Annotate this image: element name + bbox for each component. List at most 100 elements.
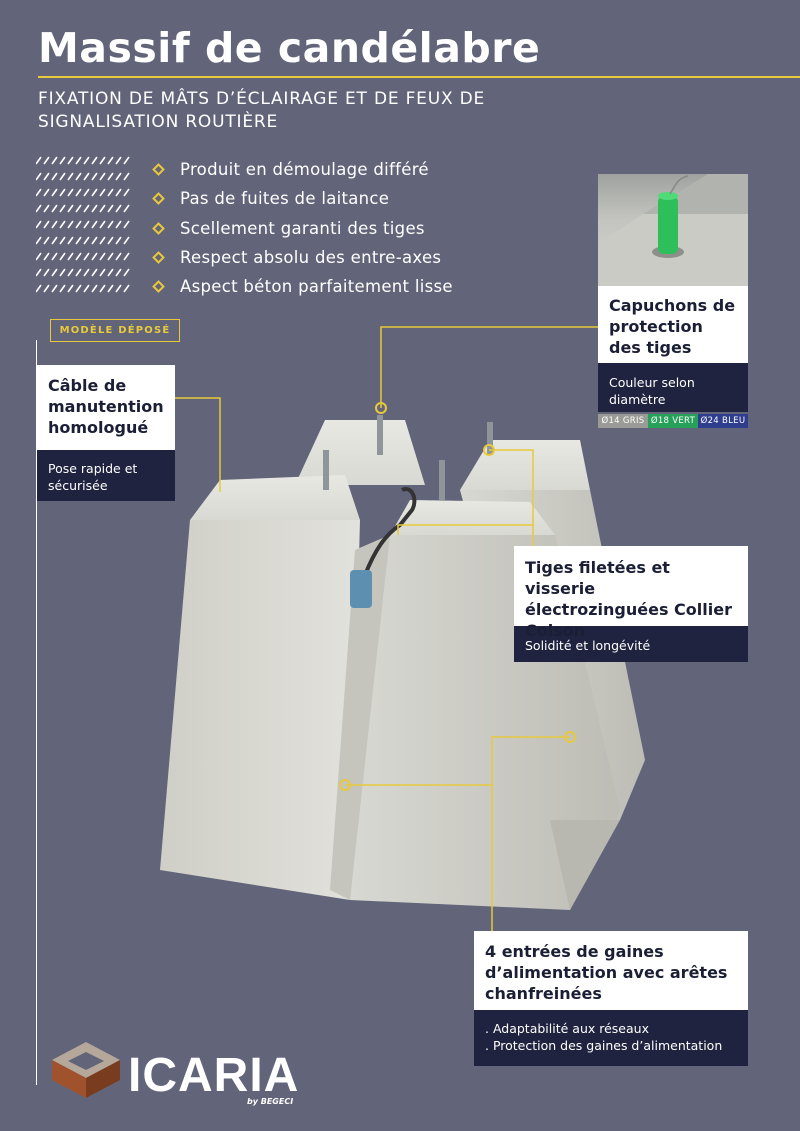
hatch-stroke <box>115 188 122 197</box>
hatch-stroke <box>115 220 122 229</box>
hatch-stroke <box>75 204 82 213</box>
hatch-stroke <box>115 236 122 245</box>
hatch-stroke <box>107 284 114 293</box>
feature-item: Pas de fuites de laitance <box>152 184 453 213</box>
hatch-stroke <box>51 156 58 165</box>
hatch-stroke <box>59 204 66 213</box>
hatch-stroke <box>51 284 58 293</box>
hatch-stroke <box>59 236 66 245</box>
hatch-stroke <box>67 188 74 197</box>
cap-photo <box>598 174 748 286</box>
hatch-stroke <box>83 220 90 229</box>
hatch-stroke <box>36 252 42 261</box>
hatch-stroke <box>107 252 114 261</box>
hatch-stroke <box>99 252 106 261</box>
hatch-stroke <box>67 268 74 277</box>
hatch-stroke <box>83 172 90 181</box>
hatch-stroke <box>123 204 130 213</box>
hatch-stroke <box>43 268 50 277</box>
hatch-stroke <box>123 236 130 245</box>
hatch-stroke <box>83 268 90 277</box>
hatch-stroke <box>123 188 130 197</box>
registered-model-badge: MODÈLE DÉPOSÉ <box>50 319 180 342</box>
hatch-pattern <box>36 156 130 293</box>
hatch-stroke <box>99 188 106 197</box>
hatch-stroke <box>43 156 50 165</box>
diameter-gris: Ø14 GRIS <box>598 414 648 428</box>
feature-item: Scellement garanti des tiges <box>152 214 453 243</box>
page-title: Massif de candélabre <box>38 24 541 72</box>
hatch-stroke <box>115 284 122 293</box>
hatch-stroke <box>115 156 122 165</box>
hatch-stroke <box>107 172 114 181</box>
hatch-stroke <box>91 204 98 213</box>
hatch-stroke <box>67 204 74 213</box>
hatch-stroke <box>115 252 122 261</box>
left-rule <box>36 340 37 1085</box>
hatch-stroke <box>123 268 130 277</box>
callout-rods-title: Tiges filetées et visserie électrozingué… <box>514 546 748 640</box>
hatch-stroke <box>115 172 122 181</box>
feature-item: Produit en démoulage différé <box>152 155 453 184</box>
hatch-stroke <box>123 172 130 181</box>
page-subtitle: FIXATION DE MÂTS D’ÉCLAIRAGE ET DE FEUX … <box>38 89 486 132</box>
hatch-stroke <box>115 268 122 277</box>
callout-caps-body: Couleur selon diamètre <box>598 363 748 412</box>
hatch-stroke <box>59 172 66 181</box>
callout-ducts: 4 entrées de gaines d’alimentation avec … <box>474 931 748 1066</box>
hatch-stroke <box>36 156 42 165</box>
hatch-stroke <box>36 172 42 181</box>
hatch-stroke <box>83 252 90 261</box>
hatch-stroke <box>75 252 82 261</box>
hatch-stroke <box>43 172 50 181</box>
hatch-stroke <box>59 284 66 293</box>
brand-by: by BEGECI <box>247 1097 294 1106</box>
hatch-stroke <box>51 268 58 277</box>
hatch-stroke <box>67 220 74 229</box>
hatch-stroke <box>67 236 74 245</box>
hatch-stroke <box>91 156 98 165</box>
callout-rods: Tiges filetées et visserie électrozingué… <box>514 546 748 662</box>
hatch-stroke <box>43 220 50 229</box>
hatch-stroke <box>51 252 58 261</box>
hatch-stroke <box>36 236 42 245</box>
hatch-stroke <box>107 156 114 165</box>
hatch-stroke <box>91 252 98 261</box>
hatch-stroke <box>59 156 66 165</box>
hatch-stroke <box>99 172 106 181</box>
hatch-stroke <box>83 188 90 197</box>
hatch-stroke <box>75 268 82 277</box>
diameter-vert: Ø18 VERT <box>648 414 698 428</box>
feature-item: Aspect béton parfaitement lisse <box>152 272 453 301</box>
icaria-logo-icon <box>52 1042 120 1098</box>
hatch-stroke <box>51 172 58 181</box>
hatch-stroke <box>51 220 58 229</box>
hatch-stroke <box>91 284 98 293</box>
callout-cable: Câble de manutention homologué Pose rapi… <box>37 365 175 501</box>
feature-item: Respect absolu des entre-axes <box>152 243 453 272</box>
title-rule <box>38 76 800 78</box>
hatch-stroke <box>123 156 130 165</box>
hatch-stroke <box>115 204 122 213</box>
hatch-stroke <box>99 204 106 213</box>
hatch-stroke <box>59 268 66 277</box>
hatch-stroke <box>83 284 90 293</box>
hatch-stroke <box>67 252 74 261</box>
hatch-stroke <box>107 268 114 277</box>
hatch-stroke <box>99 268 106 277</box>
hatch-stroke <box>99 284 106 293</box>
brand-name: ICARIA <box>128 1049 300 1102</box>
hatch-stroke <box>75 220 82 229</box>
diameter-legend: Ø14 GRIS Ø18 VERT Ø24 BLEU <box>598 414 748 428</box>
callout-cable-title: Câble de manutention homologué <box>37 365 175 450</box>
hatch-stroke <box>123 284 130 293</box>
feature-list: Produit en démoulage différé Pas de fuit… <box>152 155 453 301</box>
hatch-stroke <box>107 204 114 213</box>
callout-caps: Capuchons de protection des tiges Couleu… <box>598 286 748 412</box>
hatch-stroke <box>36 204 42 213</box>
hatch-stroke <box>91 220 98 229</box>
hatch-stroke <box>67 156 74 165</box>
hatch-stroke <box>123 252 130 261</box>
hatch-stroke <box>51 204 58 213</box>
hatch-stroke <box>91 268 98 277</box>
